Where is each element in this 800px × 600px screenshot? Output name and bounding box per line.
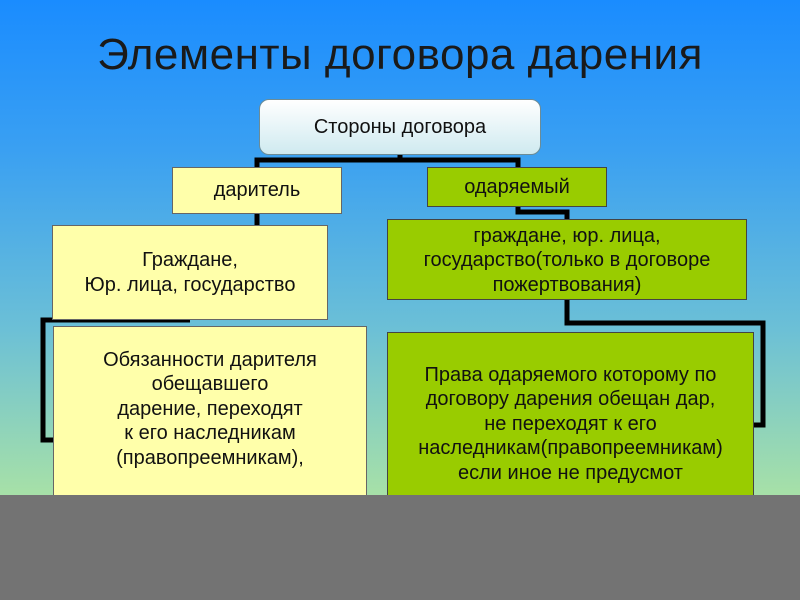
root-node: Стороны договора <box>259 99 541 155</box>
connector-donee-who <box>515 207 570 219</box>
donee-node: одаряемый <box>427 167 607 207</box>
donor-parties-node: Граждане, Юр. лица, государство <box>52 225 328 320</box>
connector-donee-rights <box>564 300 766 428</box>
connector-donor-duties <box>40 317 190 443</box>
donee-rights-node: Права одаряемого которому по договору да… <box>387 332 754 500</box>
donor-duties-node: Обязанности дарителя обещавшего дарение,… <box>53 326 367 506</box>
donor-node: даритель <box>172 167 342 214</box>
slide-title: Элементы договора дарения <box>97 30 703 79</box>
donee-parties-node: граждане, юр. лица, государство(только в… <box>387 219 747 300</box>
grey-overlay-band <box>0 495 800 600</box>
connector-root-children <box>254 155 521 168</box>
